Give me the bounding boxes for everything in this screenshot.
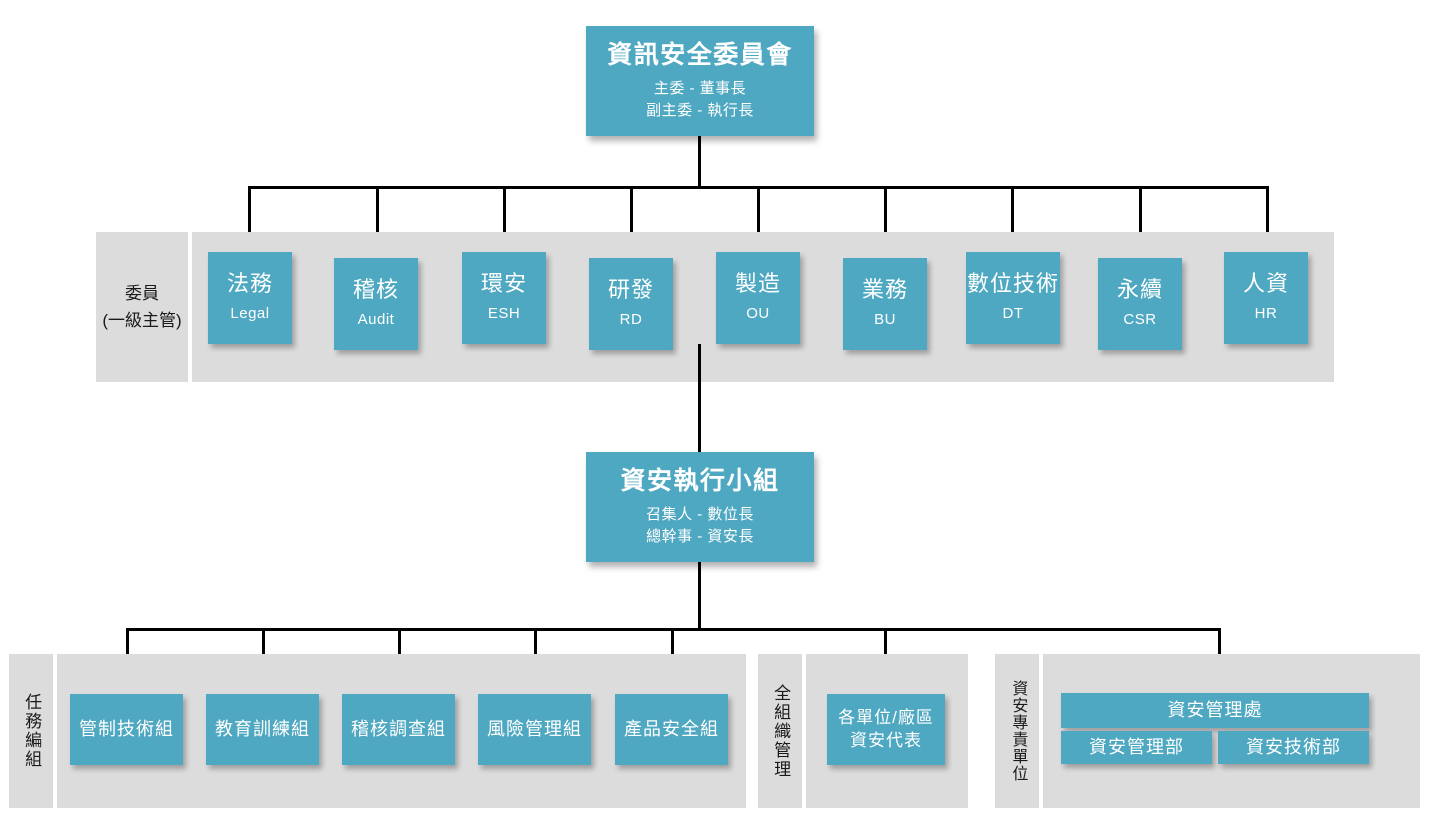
- task-group-box-product-security[interactable]: 產品安全組: [615, 694, 728, 765]
- dedicated-unit-box-parent[interactable]: 資安管理處: [1061, 693, 1369, 728]
- execution-team-title: 資安執行小組: [620, 466, 780, 495]
- connector-drop-rd: [630, 186, 633, 258]
- committee-sub-line1: 主委 - 董事長: [653, 79, 747, 97]
- task-group-box-audit-investigation[interactable]: 稽核調查組: [342, 694, 455, 765]
- org-wide-box-line1: 各單位/廠區: [838, 708, 934, 728]
- member-box-ou[interactable]: 製造 OU: [716, 252, 800, 344]
- task-group-box-training[interactable]: 教育訓練組: [206, 694, 319, 765]
- member-name-zh: 製造: [734, 271, 781, 297]
- org-wide-box-security-rep[interactable]: 各單位/廠區 資安代表: [827, 694, 945, 765]
- org-wide-label: 全組織管理: [758, 654, 802, 808]
- member-name-zh: 永續: [1116, 277, 1163, 303]
- connector-exec-down: [698, 562, 701, 630]
- task-group-label: 任務編組: [9, 654, 53, 808]
- member-name-zh: 業務: [861, 277, 908, 303]
- member-name-zh: 人資: [1242, 271, 1289, 297]
- member-box-audit[interactable]: 稽核 Audit: [334, 258, 418, 350]
- committee-box: 資訊安全委員會 主委 - 董事長 副主委 - 執行長: [586, 26, 814, 136]
- member-box-rd[interactable]: 研發 RD: [589, 258, 673, 350]
- member-name-zh: 法務: [226, 271, 273, 297]
- execution-team-box: 資安執行小組 召集人 - 數位長 總幹事 - 資安長: [586, 452, 814, 562]
- execution-team-sub-line2: 總幹事 - 資安長: [646, 528, 754, 545]
- task-group-box-control-tech[interactable]: 管制技術組: [70, 694, 183, 765]
- execution-team-sub-line1: 召集人 - 數位長: [646, 505, 754, 523]
- connector-drop-esh: [503, 186, 506, 252]
- member-name-zh: 研發: [607, 277, 654, 303]
- org-wide-box-line2: 資安代表: [850, 730, 922, 750]
- connector-committee-down: [698, 136, 701, 188]
- member-name-zh: 環安: [480, 271, 527, 297]
- connector-drop-bu: [884, 186, 887, 258]
- member-box-bu[interactable]: 業務 BU: [843, 258, 927, 350]
- task-group-box-risk-management[interactable]: 風險管理組: [478, 694, 591, 765]
- member-box-esh[interactable]: 環安 ESH: [462, 252, 546, 344]
- member-box-dt[interactable]: 數位技術 DT: [966, 252, 1060, 344]
- member-box-csr[interactable]: 永續 CSR: [1098, 258, 1182, 350]
- members-label-line2: (一級主管): [102, 311, 182, 330]
- member-name-en: HR: [1254, 305, 1278, 323]
- member-name-en: OU: [746, 305, 770, 323]
- member-name-zh: 稽核: [352, 277, 399, 303]
- member-name-zh: 數位技術: [966, 271, 1059, 297]
- connector-drop-dt: [1011, 186, 1014, 252]
- dedicated-unit-label: 資安專責單位: [995, 654, 1039, 808]
- connector-drop-csr: [1139, 186, 1142, 258]
- connector-members-to-exec: [698, 344, 701, 452]
- committee-sub-line2: 副主委 - 執行長: [646, 102, 754, 119]
- member-box-legal[interactable]: 法務 Legal: [208, 252, 292, 344]
- member-name-en: RD: [619, 311, 643, 329]
- member-box-hr[interactable]: 人資 HR: [1224, 252, 1308, 344]
- member-name-en: DT: [1002, 305, 1024, 323]
- connector-drop-ou: [757, 186, 760, 252]
- members-label-line1: 委員: [125, 283, 159, 303]
- committee-title: 資訊安全委員會: [607, 40, 793, 69]
- member-name-en: Audit: [357, 311, 395, 329]
- dedicated-unit-box-technology[interactable]: 資安技術部: [1218, 731, 1369, 764]
- connector-drop-legal: [248, 186, 251, 252]
- member-name-en: CSR: [1123, 311, 1157, 329]
- dedicated-unit-box-management[interactable]: 資安管理部: [1061, 731, 1212, 764]
- member-name-en: ESH: [487, 305, 521, 323]
- members-row-label: 委員 (一級主管): [96, 232, 188, 382]
- member-name-en: BU: [874, 311, 896, 329]
- connector-drop-audit: [376, 186, 379, 258]
- member-name-en: Legal: [230, 305, 270, 323]
- connector-drop-hr: [1266, 186, 1269, 252]
